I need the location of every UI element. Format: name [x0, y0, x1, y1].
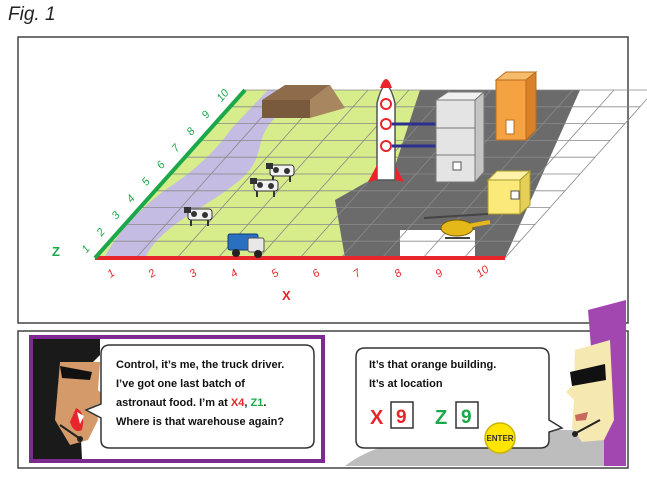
- driver-speech-bubble: [84, 344, 315, 449]
- x-axis-ticks: 1 2 3 4 5 6 7 8 9 10: [105, 263, 492, 281]
- x-tick-label: 10: [474, 263, 492, 280]
- x-coordinate-input[interactable]: [390, 401, 414, 429]
- orange-warehouse: [494, 70, 538, 142]
- figure-label: Fig. 1: [8, 4, 56, 25]
- driver-line-4: Where is that warehouse again?: [116, 416, 284, 428]
- x-coordinate-value: 9: [396, 407, 407, 428]
- driver-coord-end: .: [263, 397, 266, 409]
- z-tick-label: 7: [170, 142, 184, 155]
- driver-coord-x: X4: [231, 397, 245, 409]
- control-line-2: It’s at location: [369, 378, 443, 390]
- grey-tower: [434, 90, 486, 184]
- control-operator-avatar: [566, 300, 626, 466]
- z-axis-line: [93, 88, 247, 260]
- map-ground: [93, 88, 647, 260]
- z-tick-label: 5: [140, 175, 154, 188]
- driver-line-2: I’ve got one last batch of: [116, 378, 245, 390]
- x-tick-label: 6: [310, 267, 323, 281]
- driver-coord-z: Z1: [251, 397, 264, 409]
- z-tick-label: 1: [80, 243, 93, 255]
- x-tick-label: 9: [433, 267, 445, 280]
- x-tick-label: 7: [351, 267, 364, 281]
- x-axis-title: X: [282, 288, 291, 303]
- driver-line-1: Control, it’s me, the truck driver.: [116, 359, 284, 371]
- z-coordinate-letter: Z: [435, 407, 447, 429]
- helicopter: [423, 213, 491, 239]
- enter-button-label: ENTER: [486, 434, 513, 443]
- rocket: [368, 79, 436, 182]
- z-tick-label: 6: [155, 158, 169, 171]
- z-tick-label: 4: [125, 193, 138, 205]
- z-coordinate-input[interactable]: [455, 401, 479, 429]
- z-tick-label: 9: [200, 109, 213, 121]
- x-coordinate-letter: X: [370, 407, 384, 429]
- driver-line-3: astronaut food. I’m at X4, Z1.: [116, 397, 266, 409]
- yellow-building: [486, 169, 532, 216]
- z-tick-label: 3: [110, 209, 124, 222]
- x-tick-label: 4: [228, 267, 240, 280]
- x-tick-label: 2: [146, 267, 159, 281]
- cow-3: [184, 207, 213, 226]
- z-coordinate-value: 9: [461, 407, 472, 428]
- enter-button[interactable]: [484, 422, 516, 454]
- z-tick-label: 2: [94, 226, 108, 239]
- z-axis-title: Z: [52, 244, 60, 259]
- x-tick-label: 1: [105, 267, 117, 280]
- driver-line-3-prefix: astronaut food. I’m at: [116, 397, 231, 409]
- x-tick-label: 5: [269, 267, 282, 281]
- driver-frame: [29, 335, 325, 463]
- brown-shed: [262, 85, 345, 118]
- delivery-truck: [227, 233, 265, 258]
- z-tick-label: 10: [215, 87, 233, 105]
- cow-2: [250, 178, 279, 197]
- map-panel: [17, 36, 629, 324]
- cow-1: [266, 163, 295, 182]
- x-tick-label: 8: [392, 267, 405, 281]
- x-tick-label: 3: [187, 267, 200, 281]
- control-line-1: It’s that orange building.: [369, 359, 496, 371]
- z-tick-label: 8: [185, 125, 199, 138]
- driver-coord-sep: ,: [244, 397, 250, 409]
- truck-driver-avatar: [33, 339, 108, 459]
